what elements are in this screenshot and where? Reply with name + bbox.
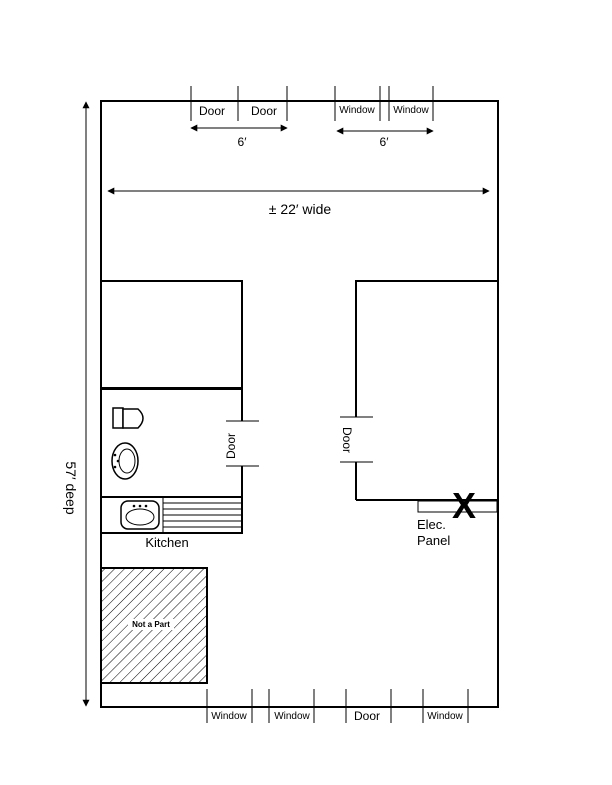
window-dimension-label: 6′ [380,135,390,149]
bottom-door-label: Door [354,709,380,723]
outer-wall [100,100,499,708]
not-a-part-label: Not a Part [132,620,170,629]
left-bathroom [101,388,243,421]
top-window-label-1: Window [339,105,375,116]
bottom-window-label-2: Window [274,711,310,722]
toilet-icon [112,407,144,429]
left-upper-room [101,280,243,389]
elec-panel-label-1: Elec. [417,517,446,532]
top-door-label-2: Door [251,104,277,118]
width-label: ± 22′ wide [269,201,332,217]
top-window-label-2: Window [393,105,429,116]
right-room-door-opening [340,416,373,463]
bathroom-door-label: Door [224,433,238,459]
bathroom-door-opening [226,420,259,467]
kitchen-label: Kitchen [145,535,188,550]
bottom-window-label-3: Window [427,711,463,722]
bathroom-sink-icon [111,442,139,480]
top-door-label-1: Door [199,104,225,118]
depth-label: 57′ deep [63,461,79,514]
bottom-openings [206,689,469,723]
kitchen-counter [100,496,243,534]
elec-panel-box [417,500,498,513]
right-room [355,280,497,417]
door-dimension-label: 6′ [238,135,248,149]
top-window-openings [334,86,434,121]
right-room-door-label: Door [340,427,354,453]
top-door-openings [190,86,288,121]
elec-panel-x-mark: X [452,485,476,526]
not-a-part-label-bg [128,619,174,630]
kitchen-sink-icon [120,500,160,530]
elec-panel-label-2: Panel [417,533,450,548]
bottom-window-label-1: Window [211,711,247,722]
